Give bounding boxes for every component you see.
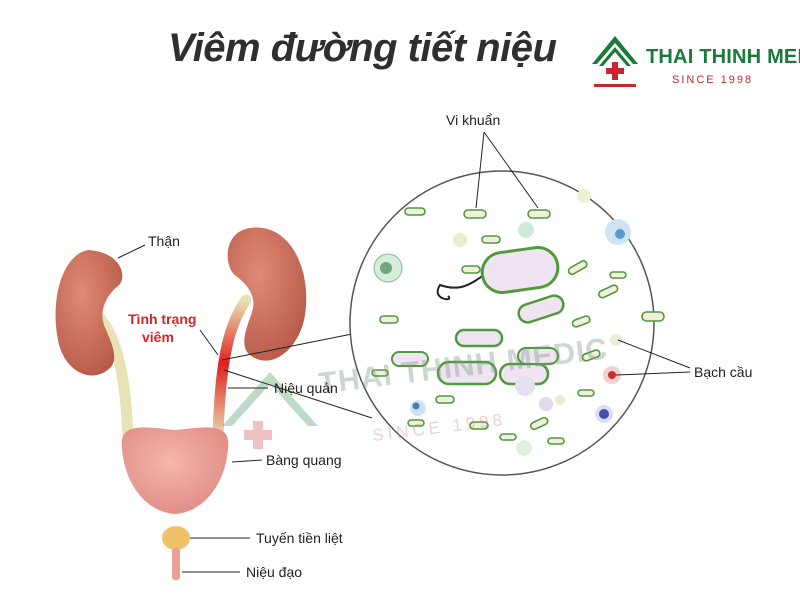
label-bladder: Bàng quang — [266, 452, 342, 468]
pointer-kidney — [117, 244, 146, 259]
label-ureter: Niệu quản — [274, 380, 338, 396]
cells — [373, 189, 631, 456]
watermark-emblem-icon — [222, 372, 318, 449]
left-kidney — [55, 250, 123, 376]
magnifier-link-top — [221, 331, 363, 361]
pointer-wbc-1 — [617, 339, 691, 369]
right-ureter-inflamed — [212, 294, 252, 446]
brand-emblem-icon — [592, 36, 638, 87]
label-kidney: Thận — [148, 233, 180, 249]
bladder — [121, 427, 229, 514]
label-inflammation-line2: viêm — [142, 329, 174, 345]
label-white-blood-cells: Bạch cầu — [694, 364, 753, 380]
label-inflammation-line1: Tình trạng — [128, 311, 197, 327]
small-bacteria — [371, 207, 665, 445]
magnified-view-circle — [349, 170, 655, 476]
pointer-bladder — [231, 459, 263, 463]
label-bacteria: Vi khuẩn — [446, 112, 501, 128]
magnifier-link-bottom — [223, 369, 373, 419]
pointer-bacteria-1 — [475, 131, 485, 209]
large-bacteria — [391, 245, 565, 386]
label-urethra: Niệu đạo — [246, 564, 303, 580]
right-kidney — [227, 227, 307, 361]
pointer-bacteria-2 — [483, 131, 539, 209]
brand-name: THAI THINH MEDIC — [646, 46, 800, 68]
left-ureter — [94, 312, 134, 446]
pointer-wbc-2 — [615, 371, 691, 376]
prostate — [162, 526, 190, 550]
urethra — [172, 548, 180, 580]
label-prostate: Tuyến tiền liệt — [256, 530, 343, 546]
diagram-title: Viêm đường tiết niệu — [168, 26, 557, 70]
pointer-inflammation — [199, 329, 219, 356]
brand-logo: THAI THINH MEDIC SINCE 1998 — [590, 34, 800, 94]
brand-since: SINCE 1998 — [672, 74, 754, 86]
